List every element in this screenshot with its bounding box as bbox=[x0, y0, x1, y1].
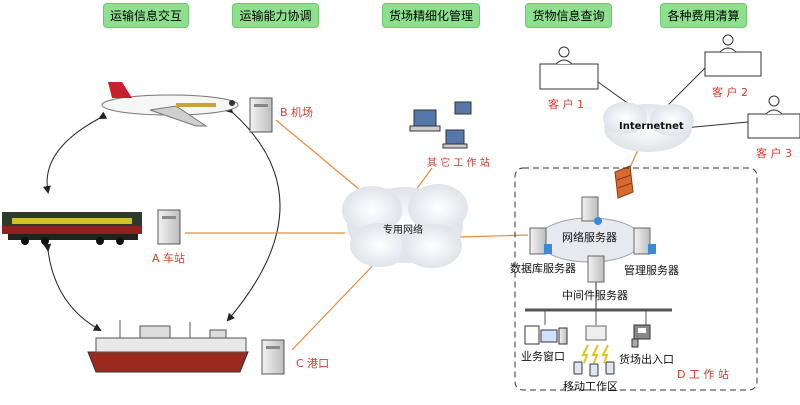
arrow-plane-train bbox=[42, 111, 108, 194]
ship-icon bbox=[87, 320, 249, 373]
customer2-desk-icon bbox=[704, 34, 762, 77]
header-button-fee-settlement[interactable]: 各种费用清算 bbox=[660, 3, 747, 28]
business-window-icon bbox=[524, 325, 568, 345]
airplane-icon bbox=[101, 82, 239, 127]
internet-label: Internetnet bbox=[619, 121, 684, 132]
customer1-desk-icon bbox=[539, 46, 599, 90]
header-button-yard-management[interactable]: 货场精细化管理 bbox=[382, 3, 480, 28]
db-server-icon bbox=[529, 227, 552, 255]
other-workstations-icon bbox=[409, 101, 472, 149]
firewall-icon bbox=[614, 165, 634, 199]
mgmt-server-label: 管理服务器 bbox=[624, 264, 679, 277]
mobile-work-area-label: 移动工作区 bbox=[563, 380, 618, 393]
yard-gate-label: 货场出入口 bbox=[619, 353, 674, 366]
link-network-serverzone bbox=[459, 234, 529, 238]
customer2-label: 客 户 2 bbox=[712, 86, 748, 99]
network-server-label: 网络服务器 bbox=[562, 231, 617, 244]
link-customer2-internet bbox=[667, 67, 706, 106]
mobile-work-area-icon bbox=[573, 325, 615, 377]
middleware-server-icon bbox=[587, 255, 605, 283]
arrow-plane-ship bbox=[224, 105, 281, 322]
station-label: A 车站 bbox=[152, 252, 186, 265]
arrow-train-ship bbox=[43, 243, 102, 331]
station-server-icon bbox=[157, 209, 181, 245]
airport-server-icon bbox=[249, 97, 273, 133]
business-window-label: 业务窗口 bbox=[521, 350, 565, 363]
network-server-icon bbox=[581, 196, 602, 225]
link-port-network bbox=[291, 257, 381, 351]
middleware-server-label: 中间件服务器 bbox=[562, 289, 628, 302]
private-network-label: 专用网络 bbox=[383, 225, 423, 236]
header-button-transport-info[interactable]: 运输信息交互 bbox=[103, 3, 189, 28]
train-icon bbox=[2, 212, 142, 245]
airport-label: B 机场 bbox=[280, 106, 314, 119]
private-network-cloud bbox=[342, 184, 468, 268]
mgmt-server-icon bbox=[633, 227, 656, 255]
customer1-label: 客 户 1 bbox=[548, 98, 584, 111]
customer3-desk-icon bbox=[747, 95, 800, 139]
link-customer3-internet bbox=[683, 121, 749, 129]
yard-gate-icon bbox=[631, 324, 651, 348]
header-button-cargo-query[interactable]: 货物信息查询 bbox=[525, 3, 612, 28]
port-server-icon bbox=[261, 339, 285, 375]
customer3-label: 客 户 3 bbox=[756, 147, 792, 160]
header-button-capacity[interactable]: 运输能力协调 bbox=[232, 3, 319, 28]
workstation-d-boundary bbox=[514, 167, 758, 391]
workstation-d-label: D 工 作 站 bbox=[677, 368, 729, 381]
internet-cloud bbox=[603, 102, 694, 152]
other-workstations-label: 其 它 工 作 站 bbox=[427, 158, 490, 169]
db-server-label: 数据库服务器 bbox=[510, 262, 576, 275]
port-label: C 港口 bbox=[296, 357, 330, 370]
